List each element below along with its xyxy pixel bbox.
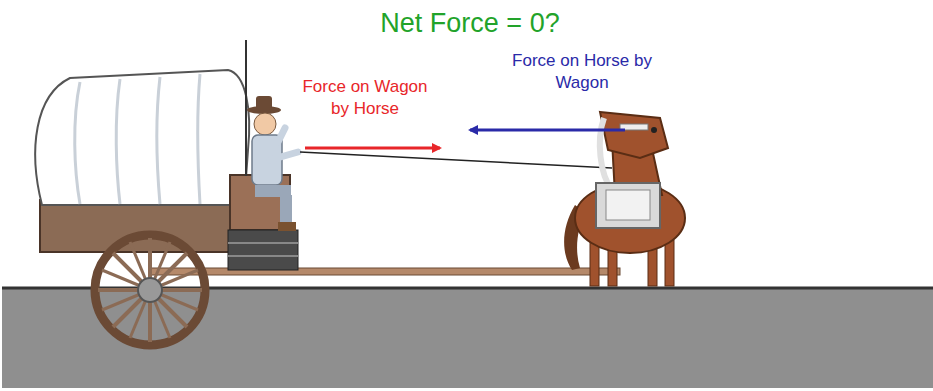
- force-arrow: [305, 147, 440, 150]
- force-arrow: [470, 129, 625, 132]
- steps: [228, 230, 298, 270]
- driver: [247, 96, 298, 231]
- wagon-cover: [35, 70, 249, 205]
- cover-folds: [75, 74, 200, 204]
- wagon-wheel: [95, 235, 205, 345]
- force-label: Force on Horse by Wagon: [512, 50, 652, 94]
- wagon-pole: [150, 268, 620, 275]
- reins: [300, 152, 612, 168]
- ground: [2, 288, 933, 388]
- horse: [564, 112, 685, 286]
- force-label: Force on Wagon by Horse: [295, 76, 435, 120]
- title: Net Force = 0?: [310, 6, 630, 41]
- whip: [245, 40, 247, 176]
- wagon-bed: [40, 200, 240, 252]
